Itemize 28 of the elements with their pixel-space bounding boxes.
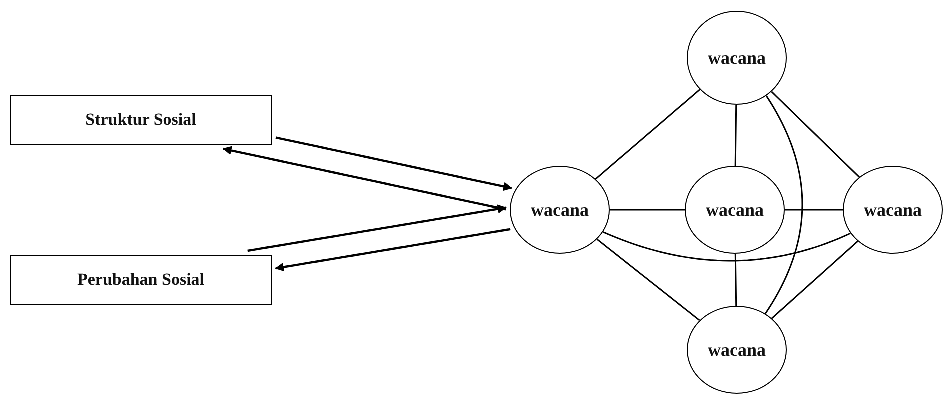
ellipse-node bbox=[510, 166, 610, 254]
connector-line bbox=[610, 209, 685, 211]
ellipse-node bbox=[687, 306, 787, 394]
ellipse-node bbox=[843, 166, 943, 254]
arrow bbox=[222, 146, 506, 211]
process-box bbox=[10, 255, 272, 305]
ellipse-node bbox=[685, 166, 785, 254]
arrow bbox=[275, 228, 511, 272]
node-label: Struktur Sosial bbox=[86, 110, 196, 130]
node-label: Perubahan Sosial bbox=[77, 270, 205, 290]
connector-line bbox=[602, 232, 852, 262]
connector-line bbox=[764, 96, 804, 314]
connector-line bbox=[772, 240, 858, 320]
ellipse-node bbox=[687, 11, 787, 105]
connector-line bbox=[595, 89, 701, 180]
node-label: wacana bbox=[531, 200, 589, 220]
connector-line bbox=[771, 91, 860, 178]
arrow bbox=[248, 204, 507, 252]
connector-line bbox=[785, 209, 843, 211]
node-label: wacana bbox=[706, 200, 764, 220]
process-box bbox=[10, 95, 272, 145]
arrow bbox=[276, 136, 513, 192]
connector-line bbox=[734, 104, 738, 166]
node-label: wacana bbox=[708, 340, 766, 360]
connector-line bbox=[596, 238, 700, 322]
connector-line bbox=[734, 254, 738, 306]
node-label: wacana bbox=[864, 200, 922, 220]
node-label: wacana bbox=[708, 48, 766, 68]
